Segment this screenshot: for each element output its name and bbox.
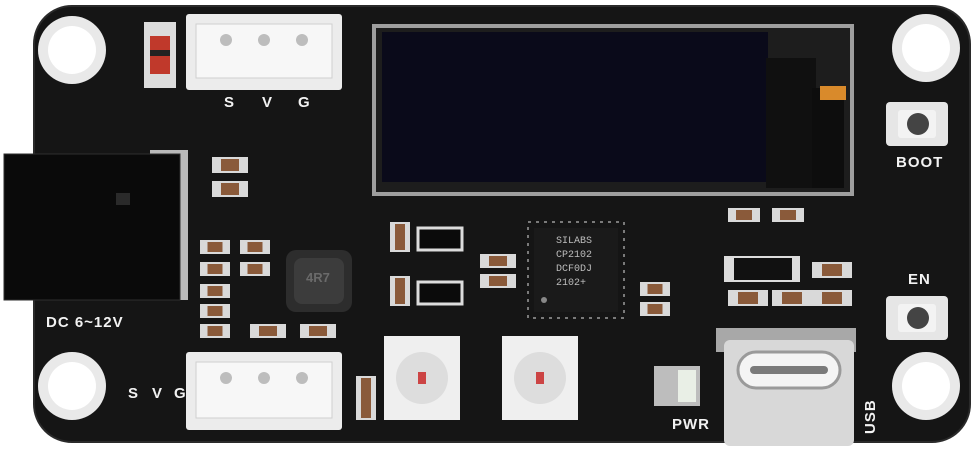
smd-components	[200, 157, 852, 420]
power-led	[654, 366, 700, 406]
chip-line-2: CP2102	[556, 250, 593, 261]
label-bottom-g: G	[174, 385, 187, 402]
dc-label: DC 6~12V	[46, 314, 124, 331]
mounting-hole-bottom-right	[892, 352, 960, 420]
mounting-hole-bottom-left	[38, 352, 106, 420]
usb-label: USB	[862, 399, 879, 434]
mounting-hole-top-right	[892, 14, 960, 82]
mounting-hole-top-left	[38, 16, 106, 84]
regulator-chip	[724, 256, 800, 282]
oled-display	[372, 24, 854, 196]
dc-barrel-jack	[3, 150, 188, 301]
usb-uart-chip	[527, 221, 625, 319]
label-top-v: V	[262, 94, 274, 111]
diode	[144, 22, 176, 88]
usb-c-connector	[716, 328, 856, 446]
chip-line-1: SILABS	[556, 236, 593, 247]
connector-top	[186, 14, 342, 90]
chip-line-3: DCF0DJ	[556, 264, 593, 275]
en-label: EN	[908, 271, 931, 288]
rgb-led-right	[502, 336, 578, 420]
boot-label: BOOT	[896, 154, 944, 171]
label-bottom-v: V	[152, 385, 164, 402]
connector-bottom	[186, 352, 342, 430]
label-top-g: G	[298, 94, 311, 111]
label-top-s: S	[224, 94, 236, 111]
rgb-led-left	[384, 336, 460, 420]
inductor	[286, 250, 352, 312]
label-bottom-s: S	[128, 385, 140, 402]
inductor-marking: 4R7	[306, 270, 330, 285]
transistor-1	[416, 226, 464, 252]
boot-button	[886, 102, 948, 146]
chip-line-4: 2102+	[556, 278, 587, 289]
pwr-label: PWR	[672, 416, 710, 433]
en-button	[886, 296, 948, 340]
transistor-2	[416, 280, 464, 306]
